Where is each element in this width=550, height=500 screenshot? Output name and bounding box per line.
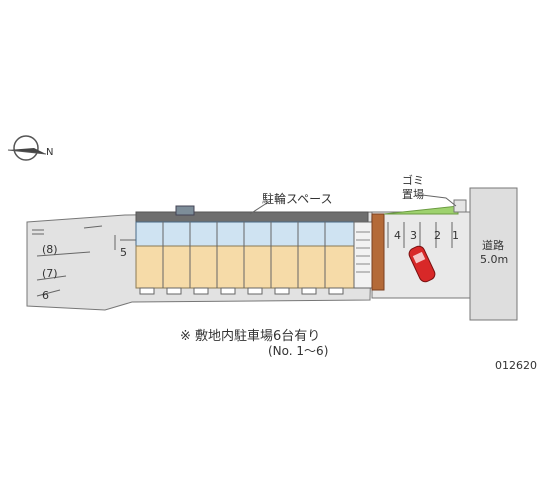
garbage-area (453, 199, 467, 213)
left-parking-lines (32, 225, 136, 297)
parking-note-line1: ※ 敷地内駐車場6台有り (180, 329, 321, 344)
road-label-line2: 5.0m (480, 253, 509, 266)
compass-arrow-icon (7, 135, 47, 161)
bicycle-parking-box (175, 205, 195, 216)
parking-space-3: 3 (410, 229, 417, 242)
parking-space-8: (8) (42, 243, 58, 256)
parking-space-6: 6 (42, 289, 49, 302)
parking-space-4: 4 (394, 229, 401, 242)
car-icon (408, 245, 436, 283)
parking-space-7: (7) (42, 267, 58, 280)
apartment-building (135, 211, 385, 291)
unit-balconies (139, 287, 344, 295)
green-area (383, 205, 459, 215)
road-label-line1: 道路 (482, 239, 504, 252)
bicycle-parking-label: 駐輪スペース (262, 192, 333, 206)
property-code: 012620 (495, 359, 537, 372)
compass-north-label: N (46, 147, 54, 158)
unit-dividers (162, 222, 326, 288)
leader-lines (249, 194, 457, 215)
stair-pattern (356, 231, 370, 273)
parking-note-line2: (No. 1〜6) (268, 344, 329, 358)
parking-space-2: 2 (434, 229, 441, 242)
right-parking-lines (387, 222, 453, 248)
garbage-label-line1: ゴミ (402, 174, 424, 187)
parking-space-5: 5 (120, 246, 127, 259)
garbage-label-line2: 置場 (402, 188, 424, 201)
parking-space-1: 1 (452, 229, 459, 242)
